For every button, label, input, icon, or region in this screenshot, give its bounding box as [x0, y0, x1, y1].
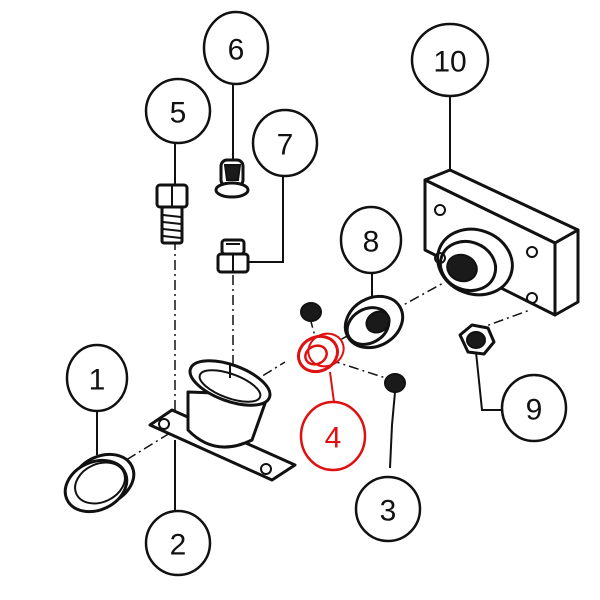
- part-grease-nipple: [216, 238, 250, 274]
- callout-1: 1: [65, 343, 129, 413]
- callout-3: 3: [354, 475, 422, 543]
- callout-7: 7: [251, 108, 319, 178]
- callout-label-4: 4: [325, 422, 342, 455]
- leader-lines: [96, 85, 502, 512]
- callout-circle-9: [500, 373, 568, 443]
- callout-label-3: 3: [380, 495, 397, 528]
- leader-3: [389, 391, 396, 469]
- callout-label-8: 8: [363, 226, 380, 259]
- callout-circle-7: [251, 108, 319, 178]
- part-flange-housing: [423, 168, 580, 317]
- part-set-screw: [300, 302, 406, 393]
- callout-circle-3: [354, 475, 422, 543]
- leader-9: [475, 351, 502, 411]
- callout-label-6: 6: [228, 34, 245, 67]
- callout-circle-2: [144, 509, 212, 577]
- callout-circle-8: [339, 205, 403, 275]
- part-pillow-block: [148, 359, 297, 482]
- callout-label-2: 2: [170, 529, 187, 562]
- centerline-setscrew-side: [329, 359, 393, 381]
- callout-label-9: 9: [526, 394, 543, 427]
- callout-circle-10: [410, 22, 490, 98]
- part-hex-nut: [458, 323, 496, 356]
- part-collar-highlighted: [297, 332, 345, 374]
- callout-4: 4: [299, 400, 367, 472]
- leader-7: [248, 175, 284, 263]
- part-bearing: [343, 294, 405, 350]
- callout-label-5: 5: [170, 97, 187, 130]
- part-hex-bolt: [155, 183, 189, 245]
- part-cap-plug: [63, 452, 136, 514]
- callout-5: 5: [144, 77, 212, 145]
- callout-9: 9: [500, 373, 568, 443]
- callout-circle-5: [144, 77, 212, 145]
- callout-2: 2: [144, 509, 212, 577]
- callout-circle-4: [299, 400, 367, 472]
- callout-10: 10: [410, 22, 490, 98]
- callout-label-1: 1: [89, 364, 106, 397]
- leader-4: [329, 371, 335, 403]
- callout-circle-6: [202, 10, 270, 86]
- callout-bubbles: 1 2 3 4 5 6 7 8 9 10: [65, 10, 568, 577]
- callout-label-7: 7: [277, 129, 294, 162]
- callout-label-10: 10: [433, 46, 466, 79]
- callout-circle-1: [65, 343, 129, 413]
- callout-6: 6: [202, 10, 270, 86]
- callout-8: 8: [339, 205, 403, 275]
- part-grease-cap: [214, 158, 250, 199]
